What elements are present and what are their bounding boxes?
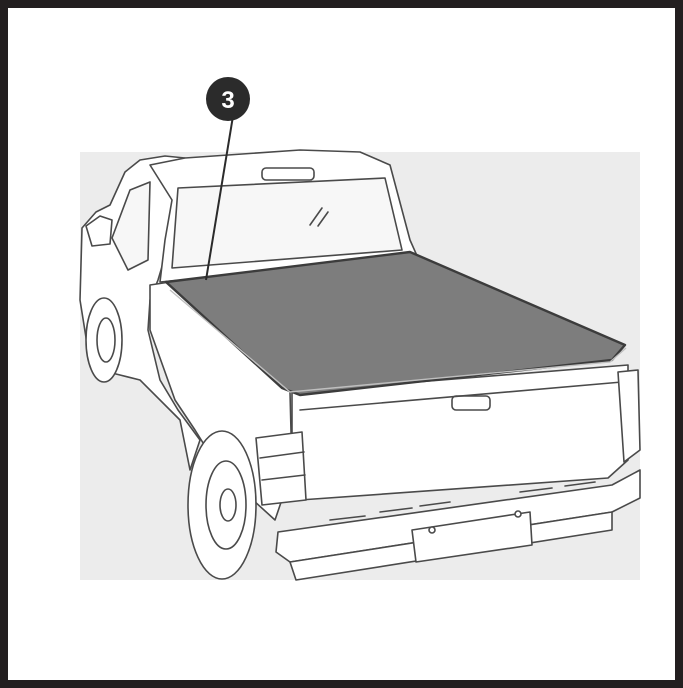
side-window	[111, 181, 151, 271]
right-tail-light	[617, 369, 641, 463]
rear-wheel-hub	[219, 488, 237, 522]
rear-bumper	[275, 469, 641, 563]
license-plate-recess	[411, 511, 533, 563]
third-brake-light	[261, 167, 315, 181]
front-wheel-hub	[96, 317, 116, 363]
side-mirror	[85, 215, 113, 247]
callout-3-badge	[206, 77, 250, 121]
tailgate-handle	[451, 395, 491, 411]
rear-window	[171, 177, 403, 269]
left-tail-light	[255, 431, 307, 506]
callout-3-number: 3	[221, 87, 234, 114]
tonneau-cover-edge	[169, 289, 627, 393]
callout-3-leader	[205, 109, 235, 281]
tailgate-trim	[299, 381, 623, 411]
